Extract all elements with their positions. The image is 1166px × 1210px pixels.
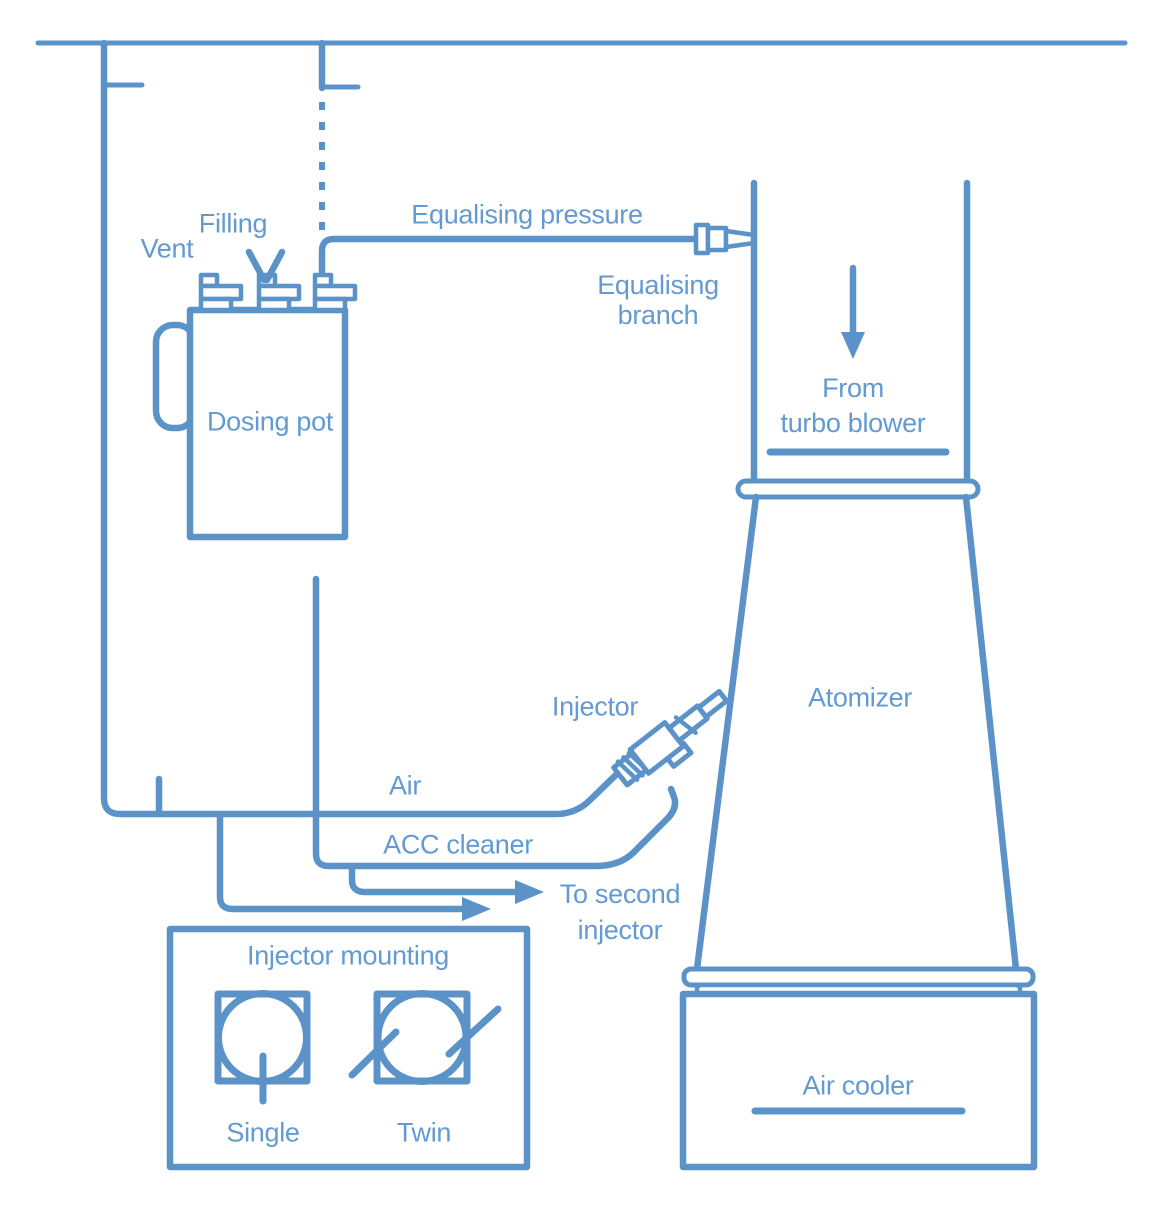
label-air-cooler: Air cooler [802, 1070, 914, 1101]
label-to-second-injector: To second injector [559, 879, 681, 945]
air-branch-to-second-injector [216, 810, 491, 921]
single-mounting-symbol [214, 990, 311, 1105]
label-vent: Vent [140, 233, 194, 264]
injector-nozzle [611, 688, 730, 788]
atomizer-right-wall [962, 493, 1020, 973]
air-flow-down-arrow [841, 264, 865, 359]
vent-valve [198, 272, 244, 313]
label-injector: Injector [551, 691, 639, 722]
label-atomizer: Atomizer [807, 682, 913, 713]
acc-branch-to-second-injector [348, 862, 544, 904]
equalising-valve [312, 272, 358, 313]
atomizer-bottom-flange [681, 966, 1036, 988]
label-equalising-branch: Equalising branch [597, 270, 719, 330]
air-supply-pipe [100, 39, 625, 818]
label-twin: Twin [396, 1117, 452, 1148]
label-dosing-pot: Dosing pot [206, 406, 334, 437]
air-cooler-box [679, 990, 1038, 1171]
twin-mounting-symbol [348, 990, 502, 1085]
label-from-turbo-blower: From turbo blower [780, 373, 926, 438]
label-injector-mounting: Injector mounting [246, 940, 450, 971]
label-filling: Filling [198, 208, 268, 239]
label-air: Air [388, 770, 422, 801]
equalising-branch-fitting [693, 222, 757, 256]
equalising-pressure-pipe [318, 235, 700, 281]
label-acc-cleaner: ACC cleaner [383, 829, 533, 860]
filling-funnel-icon [245, 248, 286, 284]
acc-cleaner-pipe [312, 575, 679, 870]
label-equalising-pressure: Equalising pressure [411, 199, 643, 230]
label-single: Single [226, 1117, 300, 1148]
atomizer-top-flange [735, 478, 981, 500]
atomizer-left-wall [693, 493, 760, 973]
